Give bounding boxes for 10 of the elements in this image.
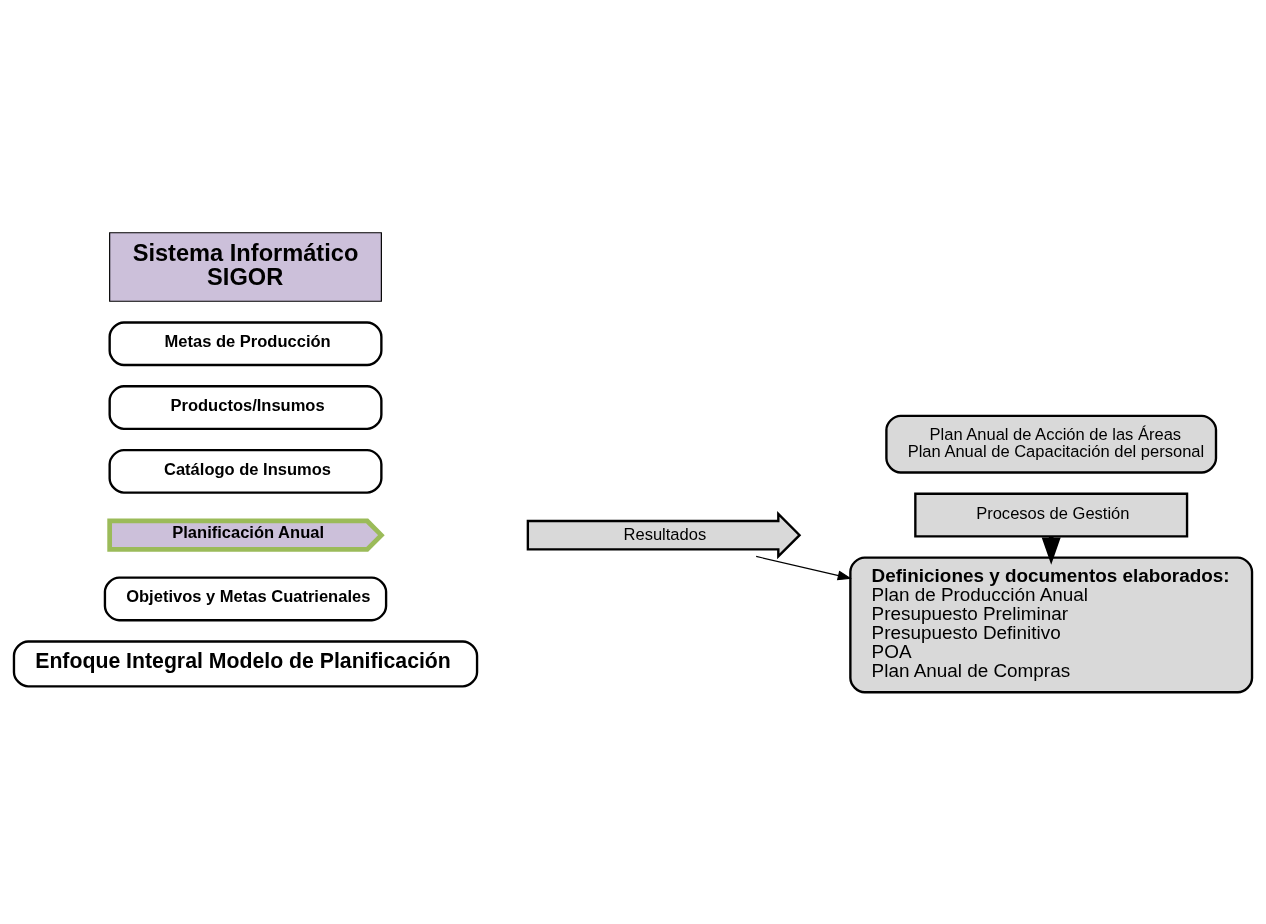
node-box: Procesos de Gestión: [914, 492, 1189, 537]
node-box: Objetivos y Metas Cuatrienales: [103, 576, 388, 621]
node-box: Catálogo de Insumos: [108, 448, 383, 494]
node-box: Metas de Producción: [108, 320, 383, 366]
node-box: Definiciones y documentos elaborados: Plan de Producción Anual Presupuesto Preliminar Presupuesto Definitivo POA Plan Anual de Compras: [849, 555, 1254, 693]
node-box: Sistema Informático SIGOR: [109, 231, 382, 302]
node-box: Productos/Insumos: [108, 384, 383, 430]
arrow: [755, 555, 852, 580]
node-box: Enfoque Integral Modelo de Planificación: [12, 639, 479, 688]
node-box: Plan Anual de Acción de las Áreas Plan Anual de Capacitación del personal: [885, 414, 1218, 474]
